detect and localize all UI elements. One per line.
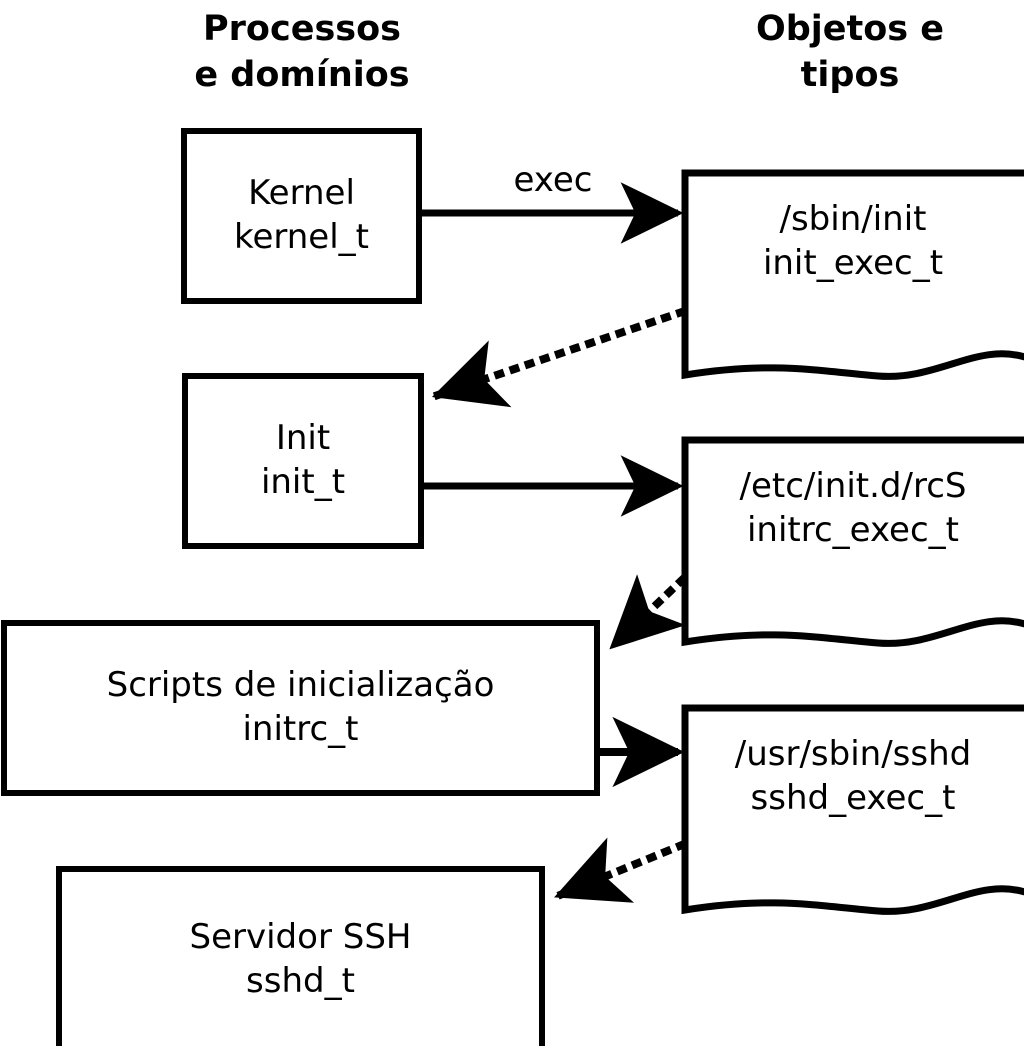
process-box-kernel[interactable]: Kernel kernel_t <box>181 128 422 304</box>
object-doc-initrc-exec[interactable]: /etc/init.d/rcS initrc_exec_t <box>678 433 1024 649</box>
edge-init-exec-to-init <box>431 306 688 408</box>
process-box-initrc[interactable]: Scripts de inicialização initrc_t <box>1 620 600 796</box>
object-type-init-exec: init_exec_t <box>762 243 944 283</box>
object-doc-sshd-exec[interactable]: /usr/sbin/sshd sshd_exec_t <box>678 701 1024 917</box>
object-doc-init-exec[interactable]: /sbin/init init_exec_t <box>678 166 1024 382</box>
process-box-init[interactable]: Init init_t <box>182 373 424 549</box>
edge-sshd-exec-to-sshd <box>554 837 688 903</box>
object-path-init-exec: /sbin/init <box>779 199 927 239</box>
process-box-sshd[interactable]: Servidor SSH sshd_t <box>56 866 545 1046</box>
column-header-objects: Objetos e tipos <box>755 9 945 96</box>
object-path-sshd-exec: /usr/sbin/sshd <box>734 734 972 774</box>
object-type-initrc-exec: initrc_exec_t <box>746 510 960 550</box>
object-path-initrc-exec: /etc/init.d/rcS <box>739 466 967 506</box>
object-type-sshd-exec: sshd_exec_t <box>750 778 956 818</box>
column-header-processes: Processos e domínios <box>194 9 410 96</box>
edge-label-exec: exec <box>513 160 593 200</box>
edge-initrc-exec-to-initrc <box>608 574 688 651</box>
